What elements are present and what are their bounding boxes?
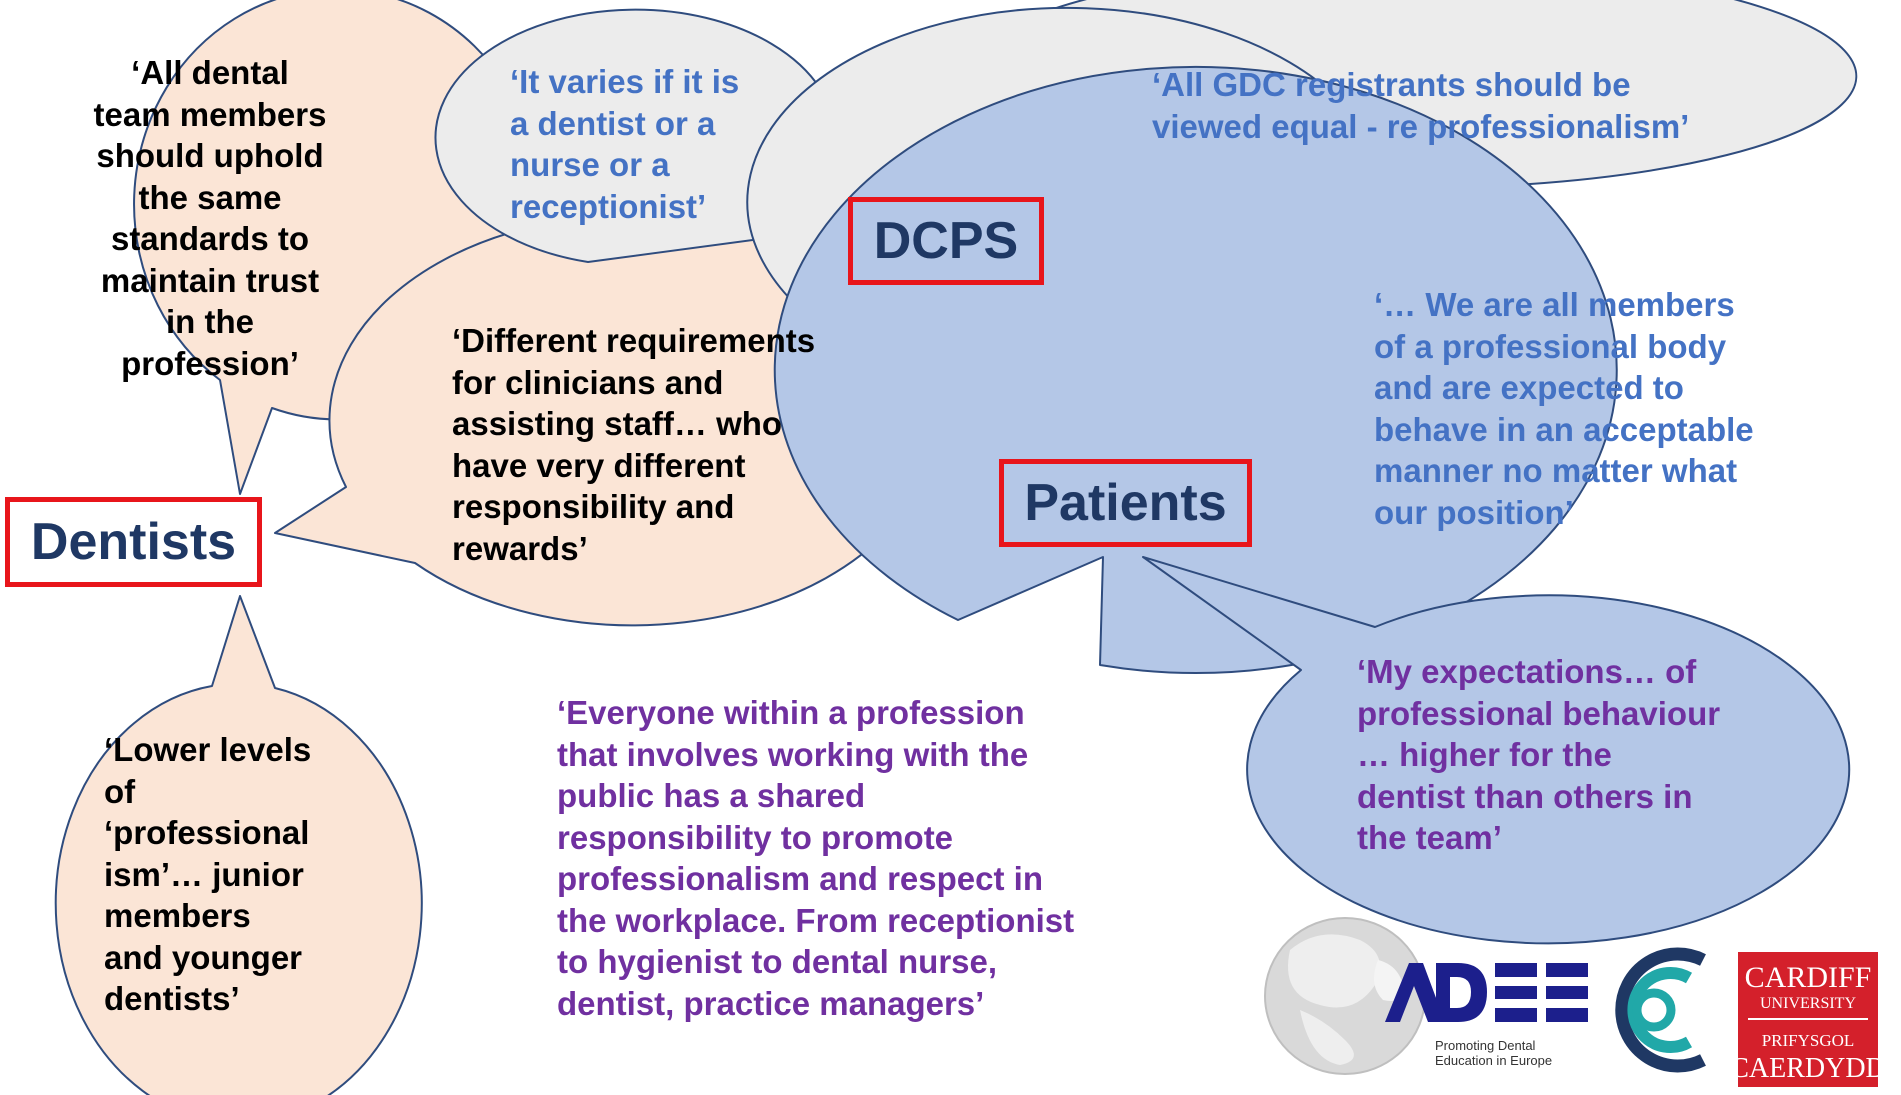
dcps-label-text: DCPS: [873, 212, 1019, 270]
adee-tagline-1: Promoting Dental: [1435, 1038, 1536, 1053]
quote-dcps-gdc: ‘All GDC registrants should be viewed eq…: [1152, 66, 1690, 145]
quote-dentist-requirements: ‘Different requirements for clinicians a…: [452, 322, 816, 567]
dcps-label: DCPS: [848, 197, 1044, 285]
quote-dcps-members: ‘… We are all members of a professional …: [1374, 286, 1754, 531]
svg-text:UNIVERSITY: UNIVERSITY: [1760, 995, 1856, 1012]
dentists-label-text: Dentists: [30, 513, 237, 571]
speech-bubble-patients-expectations: [1142, 556, 1851, 945]
adee-tagline-2: Education in Europe: [1435, 1053, 1552, 1068]
svg-text:CARDIFF: CARDIFF: [1745, 961, 1872, 994]
dentists-label: Dentists: [5, 497, 262, 587]
quote-dentist-uphold: ‘All dental team members should uphold t…: [93, 54, 327, 382]
circle-c-logo: [1615, 947, 1706, 1073]
svg-text:CAERDYDD: CAERDYDD: [1730, 1053, 1886, 1084]
cardiff-university-logo: CARDIFF UNIVERSITY PRIFYSGOL CAERDYDD: [1730, 952, 1886, 1087]
patients-label-text: Patients: [1024, 474, 1227, 532]
quote-patients-everyone: ‘Everyone within a profession that invol…: [557, 694, 1075, 1022]
quote-dentist-lower: ‘Lower levels of ‘professional ism’… jun…: [104, 731, 312, 1017]
quote-dcps-varies: ‘It varies if it is a dentist or a nurse…: [510, 63, 740, 225]
speech-bubble-dentist-lower: [54, 595, 423, 1095]
adee-logo: Promoting Dental Education in Europe: [1264, 917, 1588, 1075]
quote-patients-expectations: ‘My expectations… of professional behavi…: [1357, 653, 1721, 856]
svg-text:PRIFYSGOL: PRIFYSGOL: [1762, 1031, 1855, 1050]
patients-label: Patients: [999, 459, 1252, 547]
